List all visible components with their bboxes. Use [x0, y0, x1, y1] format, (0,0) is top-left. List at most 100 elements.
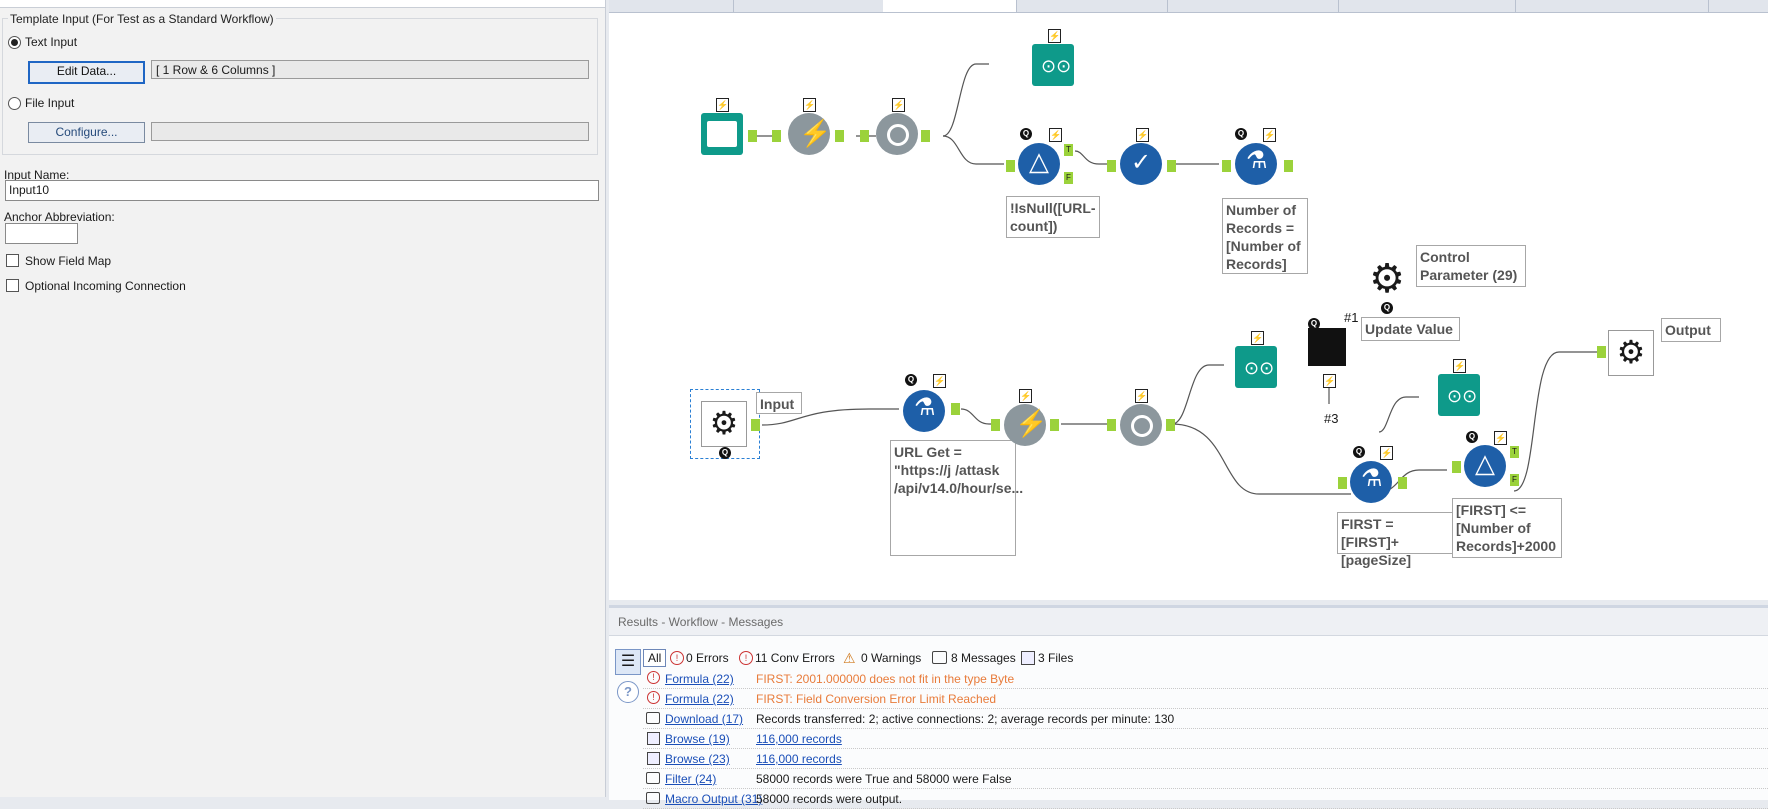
message-icon [932, 651, 947, 664]
input-anchor[interactable] [1107, 419, 1116, 431]
text-input-radio[interactable] [8, 36, 21, 49]
ring-glyph-icon [887, 124, 909, 146]
message-icon [646, 772, 660, 784]
output-anchor[interactable] [921, 130, 930, 142]
message-tool-link[interactable]: Macro Output (31) [665, 792, 763, 806]
download-tool-icon[interactable] [1004, 404, 1046, 446]
count-records-tool-icon[interactable] [1120, 143, 1162, 185]
output-anchor[interactable] [1398, 477, 1407, 489]
lightning-badge-icon: ⚡ [1453, 359, 1466, 373]
output-anchor[interactable] [1284, 160, 1293, 172]
input-anchor[interactable] [860, 130, 869, 142]
browse-binoculars-icon[interactable] [1235, 346, 1277, 388]
output-anchor[interactable] [1050, 419, 1059, 431]
file-input-radio[interactable] [8, 97, 21, 110]
workflow-tab-active[interactable] [883, 0, 1017, 12]
formula-url-tool-icon[interactable] [903, 390, 945, 432]
filter-conv-errors-button[interactable]: 11 Conv Errors [755, 651, 835, 665]
file-path-field[interactable] [151, 122, 589, 141]
output-anchor[interactable] [835, 130, 844, 142]
error-icon: ! [670, 651, 684, 665]
workflow-tab[interactable] [1167, 0, 1339, 12]
message-row[interactable]: Filter (24) 58000 records were True and … [643, 769, 1768, 789]
message-file-link[interactable]: 116,000 records [756, 752, 842, 766]
conv-error-icon: ! [739, 651, 753, 665]
message-tool-link[interactable]: Browse (23) [665, 752, 730, 766]
formula-tool-icon[interactable] [1235, 143, 1277, 185]
ring-glyph-icon [1131, 415, 1153, 437]
input-anchor[interactable] [1338, 477, 1347, 489]
message-text: 58000 records were True and 58000 were F… [756, 772, 1012, 786]
message-row[interactable]: ! Formula (22) FIRST: 2001.000000 does n… [643, 669, 1768, 689]
message-file-link[interactable]: 116,000 records [756, 732, 842, 746]
input-anchor[interactable] [1452, 461, 1461, 473]
optional-incoming-checkbox[interactable] [6, 279, 19, 292]
lightning-badge-icon: ⚡ [1494, 431, 1507, 445]
workflow-tab[interactable] [609, 0, 734, 12]
filter-warnings-button[interactable]: 0 Warnings [861, 651, 922, 665]
filter-files-button[interactable]: 3 Files [1038, 651, 1074, 665]
true-anchor[interactable]: T [1064, 144, 1073, 156]
input-anchor[interactable] [1597, 346, 1606, 358]
action-clapper-icon[interactable] [1308, 328, 1346, 366]
workflow-tab[interactable] [733, 0, 884, 12]
input-anchor[interactable] [1006, 160, 1015, 172]
true-anchor[interactable]: T [1510, 446, 1519, 458]
lightning-badge-icon: ⚡ [1323, 374, 1336, 388]
workflow-tab[interactable] [1338, 0, 1516, 12]
output-anchor[interactable] [951, 403, 960, 415]
workflow-canvas[interactable] [609, 0, 1768, 600]
false-anchor[interactable]: F [1064, 172, 1073, 184]
message-tool-link[interactable]: Formula (22) [665, 672, 734, 686]
text-input-label: Text Input [25, 35, 78, 49]
message-row[interactable]: Browse (19) 116,000 records [643, 729, 1768, 749]
configure-button[interactable]: Configure... [28, 122, 145, 143]
dynamic-input-tool-icon[interactable] [788, 113, 830, 155]
lightning-badge-icon: ⚡ [1136, 128, 1149, 142]
filter-messages-button[interactable]: 8 Messages [951, 651, 1016, 665]
input-anchor[interactable] [991, 419, 1000, 431]
input-anchor[interactable] [772, 130, 781, 142]
formula-first-tool-icon[interactable] [1350, 461, 1392, 503]
false-anchor[interactable]: F [1510, 474, 1519, 486]
browse-binoculars-icon[interactable] [1032, 44, 1074, 86]
input-annotation: Input [756, 392, 802, 414]
browse-binoculars-icon[interactable] [1438, 374, 1480, 416]
binoculars-glyph-icon: ⊙⊙ [1244, 358, 1275, 378]
output-anchor[interactable] [1167, 160, 1176, 172]
control-parameter-gear-icon[interactable]: ⚙ [1365, 258, 1409, 302]
filter-first-tool-icon[interactable] [1464, 445, 1506, 487]
workflow-tab[interactable] [1016, 0, 1168, 12]
url-get-annotation: URL Get = "https://j /attask /api/v14.0/… [890, 440, 1023, 556]
filter-all-button[interactable]: All [643, 649, 667, 667]
message-row[interactable]: ! Formula (22) FIRST: Field Conversion E… [643, 689, 1768, 709]
marker-3-label: #3 [1324, 411, 1339, 426]
output-anchor[interactable] [1166, 419, 1175, 431]
filter-tool-icon[interactable] [1018, 143, 1060, 185]
filter-errors-button[interactable]: 0 Errors [686, 651, 729, 665]
workflow-tab[interactable] [1515, 0, 1709, 12]
message-row[interactable]: Macro Output (31) 58000 records were out… [643, 789, 1768, 809]
file-icon [647, 752, 660, 765]
message-tool-link[interactable]: Formula (22) [665, 692, 734, 706]
flask-glyph-icon: ⚗ [914, 394, 936, 421]
update-value-annotation: Update Value [1361, 317, 1460, 341]
output-anchor[interactable] [748, 130, 757, 142]
help-icon[interactable]: ? [617, 681, 639, 703]
macro-input-gear-icon[interactable]: ⚙ [701, 401, 747, 447]
show-field-map-checkbox[interactable] [6, 254, 19, 267]
anchor-abbreviation-field[interactable] [5, 223, 78, 244]
output-anchor[interactable] [751, 419, 760, 431]
macro-output-gear-icon[interactable]: ⚙ [1608, 330, 1654, 376]
message-tool-link[interactable]: Filter (24) [665, 772, 717, 786]
message-tool-link[interactable]: Download (17) [665, 712, 744, 726]
edit-data-button[interactable]: Edit Data... [28, 61, 145, 84]
message-row[interactable]: Browse (23) 116,000 records [643, 749, 1768, 769]
message-tool-link[interactable]: Browse (19) [665, 732, 730, 746]
input-anchor[interactable] [1107, 160, 1116, 172]
input-name-field[interactable]: Input10 [5, 180, 599, 201]
input-anchor[interactable] [1222, 160, 1231, 172]
results-list-icon[interactable]: ☰ [615, 649, 641, 675]
message-row[interactable]: Download (17) Records transferred: 2; ac… [643, 709, 1768, 729]
filter-glyph-icon: △ [1475, 448, 1495, 478]
